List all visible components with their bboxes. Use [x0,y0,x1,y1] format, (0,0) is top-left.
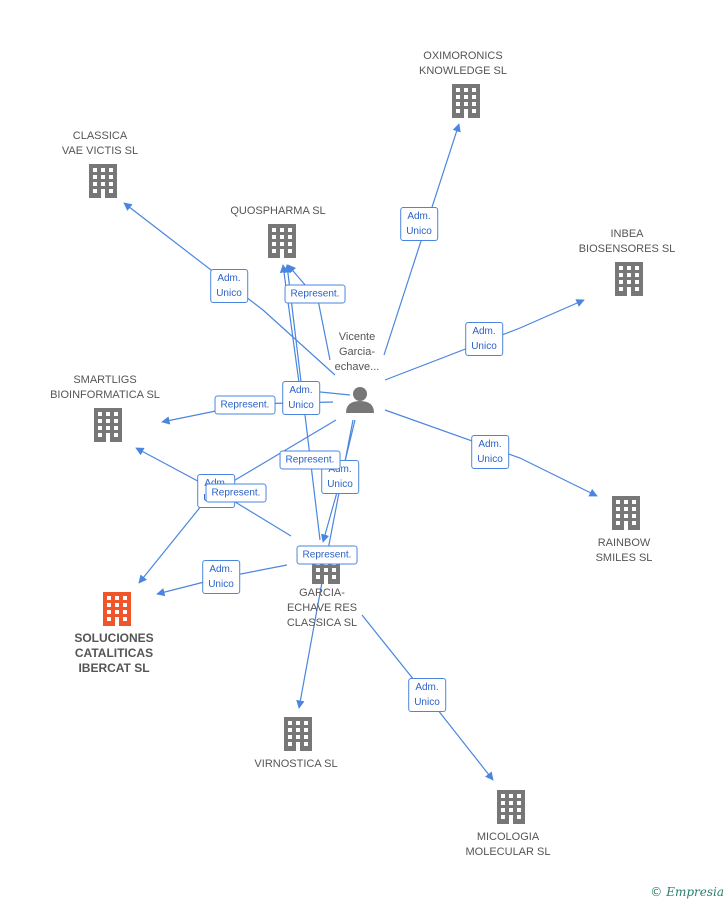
edge-label-line: Adm. [472,326,496,337]
edge-label[interactable]: Adm. Unico [282,381,320,415]
company-label-quospharma[interactable]: QUOSPHARMA SL [230,204,325,219]
building-icon[interactable] [612,496,640,530]
company-label-line: QUOSPHARMA SL [230,205,326,217]
building-icon[interactable] [615,262,643,296]
company-label-line: GARCIA- [299,587,345,599]
edge-label[interactable]: Adm. Unico [210,269,248,303]
company-label-micologia[interactable]: MICOLOGIA MOLECULAR SL [466,830,551,860]
edge-label-line: Adm. [328,464,352,475]
edge-person-rainbow [384,409,598,497]
edge-label-line: Adm. [217,273,241,284]
company-label-line: MICOLOGIA [476,831,540,843]
company-label-smartligs[interactable]: SMARTLIGS BIOINFORMATICA SL [50,373,160,403]
edge-label[interactable]: Represent. [296,545,358,565]
person-label-line: echave... [334,361,380,373]
company-label-garcia_echave[interactable]: GARCIA- ECHAVE RES CLASSICA SL [287,586,357,631]
edge-label[interactable]: Adm. Unico [400,207,438,241]
building-icon[interactable] [103,592,131,626]
company-label-line: IBERCAT SL [78,661,150,675]
edge-label[interactable]: Adm. Unico [202,560,240,594]
company-label-line: INBEA [610,228,644,240]
company-label-line: SMILES SL [595,552,653,564]
edge-label-line: Represent. [211,487,261,499]
edge-label-line: Adm. [209,564,233,575]
edge-label-line: Unico [288,400,314,411]
company-label-oximoronics[interactable]: OXIMORONICS KNOWLEDGE SL [419,49,507,79]
company-label-line: MOLECULAR SL [465,846,551,858]
building-icon[interactable] [89,164,117,198]
person-label-line: Garcia- [338,346,376,358]
company-label-line: BIOINFORMATICA SL [50,389,160,401]
edge-person-inbea [384,299,585,381]
edge-label[interactable]: Represent. [214,395,276,415]
company-label-rainbow[interactable]: RAINBOW SMILES SL [596,536,653,566]
edge-label-line: Unico [471,341,497,352]
edge-label-line: Adm. [407,211,431,222]
edge-label-line: Unico [477,454,503,465]
company-label-line: CATALITICAS [74,646,154,660]
edge-label-line: Represent. [302,549,352,561]
edge-label-line: Adm. [415,682,439,693]
building-icon[interactable] [497,790,525,824]
edge-label[interactable]: Represent. [205,483,267,503]
edge-label-line: Adm. [289,385,313,396]
edge-label[interactable]: Represent. [284,284,346,304]
edge-label[interactable]: Adm. Unico [471,435,509,469]
edge-person-classica_vae [123,202,336,376]
company-label-line: KNOWLEDGE SL [418,65,508,77]
watermark-text: Empresia [666,885,724,899]
watermark: ©Empresia [650,885,724,899]
building-icon[interactable] [452,84,480,118]
edge-label-line: Unico [216,288,242,299]
edge-label[interactable]: Adm. Unico [465,322,503,356]
company-label-line: CLASSICA SL [286,617,358,629]
edge-label-line: Represent. [285,454,335,466]
person-label-line: Vicente [338,331,376,343]
company-label-line: CLASSICA [72,130,128,142]
company-label-line: SMARTLIGS [73,374,137,386]
company-label-line: BIOSENSORES SL [578,243,676,255]
edge-label-line: Represent. [290,288,340,300]
company-label-line: ECHAVE RES [286,602,358,614]
company-label-line: OXIMORONICS [423,50,503,62]
building-icon[interactable] [94,408,122,442]
company-label-line: VAE VICTIS SL [61,145,139,157]
building-icon[interactable] [284,717,312,751]
edge-label[interactable]: Adm. Unico [408,678,446,712]
edge-label-line: Represent. [220,399,270,411]
company-label-virnostica[interactable]: VIRNOSTICA SL [254,757,337,772]
company-label-classica_vae[interactable]: CLASSICA VAE VICTIS SL [62,129,138,159]
company-label-inbea[interactable]: INBEA BIOSENSORES SL [579,227,676,257]
edge-label-line: Unico [414,697,440,708]
edge-label-line: Adm. [478,439,502,450]
edge-label-line: Unico [327,479,353,490]
edge-label[interactable]: Represent. [279,450,341,470]
copyright-icon: © [650,885,663,899]
edge-label-line: Unico [208,579,234,590]
edge-label-line: Unico [406,226,432,237]
building-icon[interactable] [268,224,296,258]
person-icon[interactable] [346,387,374,413]
company-label-line: RAINBOW [597,537,651,549]
company-label-line: VIRNOSTICA SL [254,758,338,770]
company-label-line: SOLUCIONES [74,631,154,645]
